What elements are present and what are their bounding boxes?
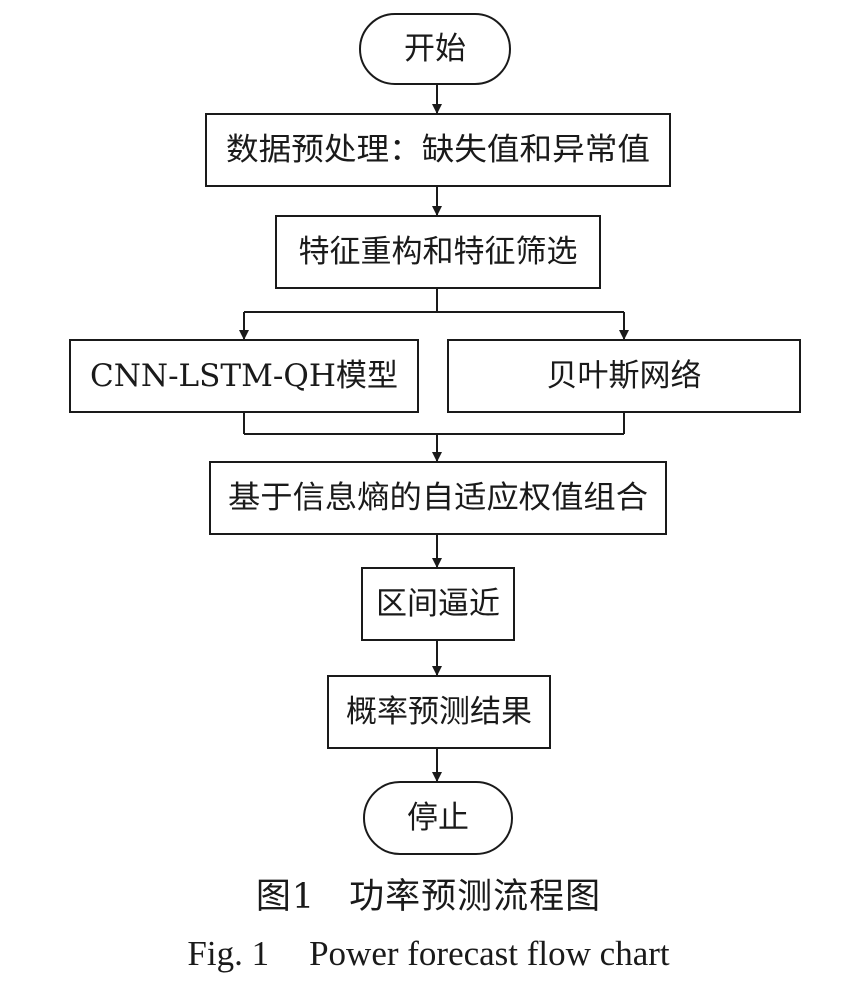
preprocess-box xyxy=(205,113,671,187)
figure-title-en: Power forecast flow chart xyxy=(309,934,670,973)
cnn-model-box xyxy=(69,339,419,413)
start-terminator xyxy=(359,13,511,85)
figure-number-cn: 图1 xyxy=(255,877,316,917)
result-label: 概率预测结果 xyxy=(346,694,532,730)
stop-terminator xyxy=(363,781,513,855)
bayes-network-label: 贝叶斯网络 xyxy=(547,358,702,394)
stop-label: 停止 xyxy=(407,800,469,836)
features-box xyxy=(275,215,601,289)
figure-title-cn: 功率预测流程图 xyxy=(349,877,602,917)
combine-label: 基于信息熵的自适应权值组合 xyxy=(228,480,648,516)
features-label: 特征重构和特征筛选 xyxy=(299,234,578,270)
figure-caption-chinese: 图1 功率预测流程图 xyxy=(0,868,857,919)
start-label: 开始 xyxy=(404,31,466,67)
figure-caption-english: Fig. 1 Power forecast flow chart xyxy=(0,934,857,974)
cnn-model-label: CNN-LSTM-QH模型 xyxy=(90,358,398,394)
figure-number-en: Fig. 1 xyxy=(187,934,270,973)
result-box xyxy=(327,675,551,749)
preprocess-label: 数据预处理：缺失值和异常值 xyxy=(226,132,650,168)
interval-label: 区间逼近 xyxy=(376,586,500,622)
